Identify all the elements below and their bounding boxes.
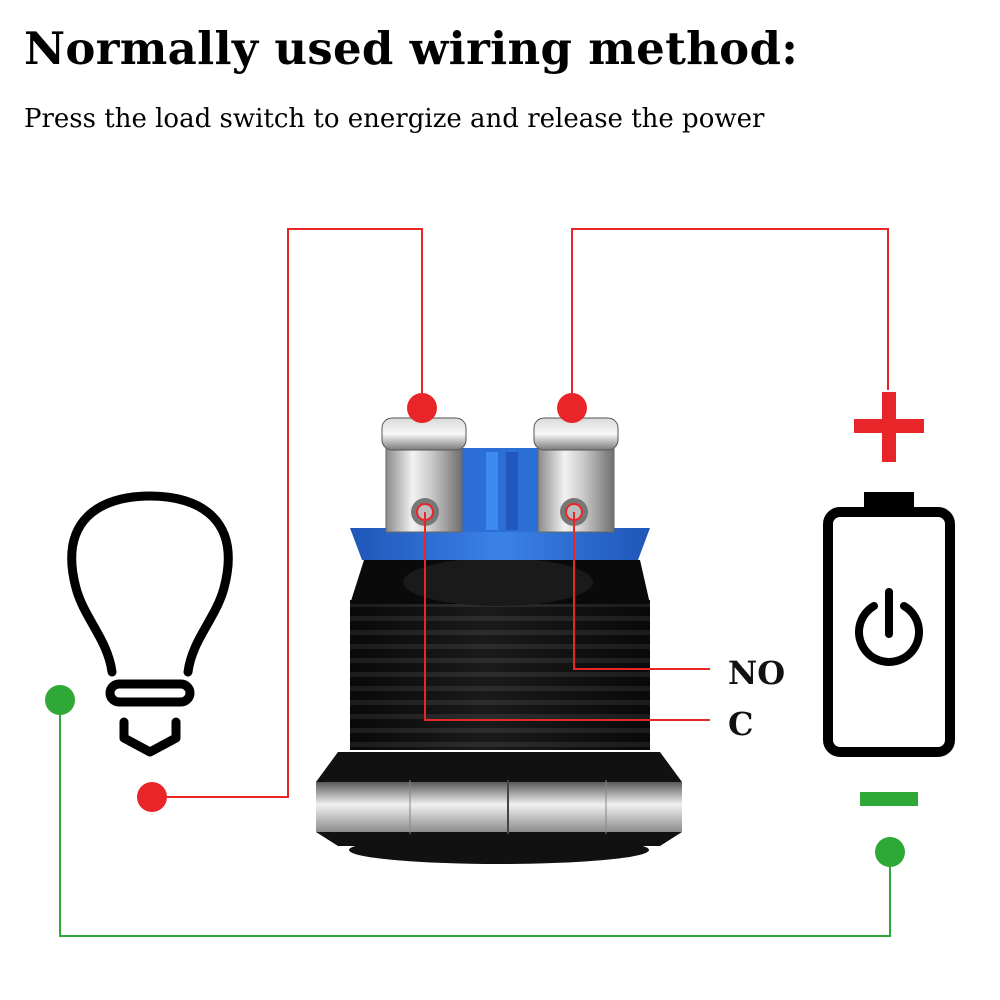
red-dot-right-terminal bbox=[557, 393, 587, 423]
page-subtitle: Press the load switch to energize and re… bbox=[24, 104, 765, 134]
light-bulb-icon bbox=[67, 491, 233, 757]
battery-icon bbox=[823, 492, 955, 757]
green-dot-battery bbox=[875, 837, 905, 867]
green-wire bbox=[59, 700, 891, 937]
label-c: C bbox=[728, 705, 753, 743]
c-terminal-marker bbox=[416, 503, 434, 521]
label-no: NO bbox=[728, 654, 785, 692]
red-dot-left-terminal bbox=[407, 393, 437, 423]
power-icon bbox=[855, 588, 923, 666]
terminal-leaders bbox=[424, 512, 710, 721]
red-wire-left bbox=[152, 228, 423, 798]
red-dot-bulb bbox=[137, 782, 167, 812]
plus-icon bbox=[854, 392, 924, 462]
green-dot-bulb bbox=[45, 685, 75, 715]
push-button-switch bbox=[316, 417, 682, 864]
page-title: Normally used wiring method: bbox=[24, 22, 799, 75]
red-wire-right bbox=[571, 228, 889, 408]
no-terminal-marker bbox=[565, 503, 583, 521]
minus-icon bbox=[860, 792, 918, 806]
